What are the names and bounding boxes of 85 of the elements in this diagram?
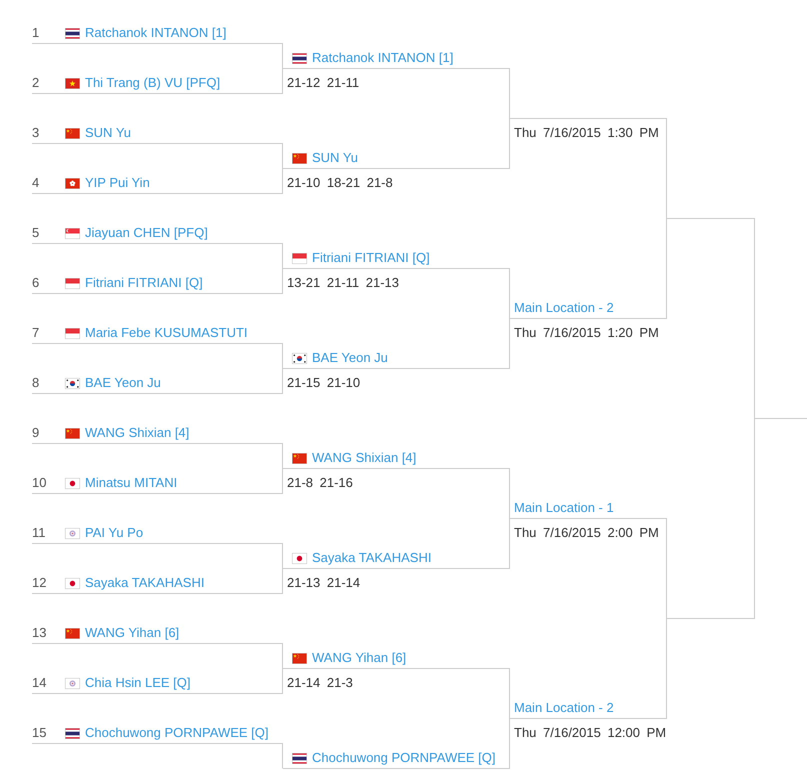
player-link: Minatsu MITANI bbox=[85, 475, 178, 491]
player-link: PAI Yu Po bbox=[85, 525, 144, 541]
bracket-connector bbox=[509, 118, 510, 169]
bracket-connector bbox=[282, 443, 283, 469]
match-score: 21-14 21-3 bbox=[287, 675, 353, 691]
bracket-connector bbox=[282, 743, 283, 769]
match-time: Thu 7/16/2015 12:00 PM bbox=[514, 725, 666, 741]
player-link: Ratchanok INTANON [1] bbox=[312, 50, 454, 66]
seed-number: 1 bbox=[32, 25, 40, 41]
location-link: Main Location - 2 bbox=[514, 300, 614, 316]
bracket-connector bbox=[282, 143, 283, 169]
player-link: SUN Yu bbox=[312, 150, 358, 166]
player-link: Fitriani FITRIANI [Q] bbox=[85, 275, 203, 291]
match-time: Thu 7/16/2015 1:30 PM bbox=[514, 125, 659, 141]
match-time: Thu 7/16/2015 2:00 PM bbox=[514, 525, 659, 541]
player-link: YIP Pui Yin bbox=[85, 175, 150, 191]
seed-number: 10 bbox=[32, 475, 46, 491]
bracket-connector bbox=[666, 218, 667, 319]
bracket-connector bbox=[282, 568, 283, 594]
seed-number: 8 bbox=[32, 375, 40, 391]
player-link: Jiayuan CHEN [PFQ] bbox=[85, 225, 208, 241]
player-link: Sayaka TAKAHASHI bbox=[312, 550, 432, 566]
bracket-connector bbox=[282, 368, 283, 394]
seed-number: 14 bbox=[32, 675, 46, 691]
bracket-connector bbox=[282, 543, 283, 569]
location-link: Main Location - 1 bbox=[514, 500, 614, 516]
seed-number: 12 bbox=[32, 575, 46, 591]
match-score: 21-10 18-21 21-8 bbox=[287, 175, 393, 191]
bracket-connector bbox=[509, 468, 510, 519]
seed-number: 15 bbox=[32, 725, 46, 741]
bracket-connector bbox=[754, 418, 755, 619]
bracket-connector bbox=[282, 243, 283, 269]
seed-number: 13 bbox=[32, 625, 46, 641]
player-link: Maria Febe KUSUMASTUTI bbox=[85, 325, 248, 341]
player-link: Fitriani FITRIANI [Q] bbox=[312, 250, 430, 266]
bracket-connector bbox=[509, 318, 510, 369]
seed-number: 3 bbox=[32, 125, 40, 141]
bracket-connector bbox=[509, 68, 510, 119]
match-score: 21-13 21-14 bbox=[287, 575, 360, 591]
bracket-connector bbox=[509, 268, 510, 319]
match-score: 13-21 21-11 21-13 bbox=[287, 275, 400, 291]
player-link: BAE Yeon Ju bbox=[312, 350, 388, 366]
seed-number: 5 bbox=[32, 225, 40, 241]
player-link: Ratchanok INTANON [1] bbox=[85, 25, 226, 41]
seed-number: 6 bbox=[32, 275, 40, 291]
bracket-connector bbox=[509, 518, 510, 569]
seed-number: 2 bbox=[32, 75, 40, 91]
bracket-connector bbox=[282, 43, 283, 69]
bracket-line bbox=[667, 618, 755, 619]
bracket-connector bbox=[282, 643, 283, 669]
bracket-connector bbox=[754, 218, 755, 419]
bracket-connector bbox=[666, 118, 667, 219]
player-link: WANG Yihan [6] bbox=[85, 625, 180, 641]
player-link: Thi Trang (B) VU [PFQ] bbox=[85, 75, 220, 91]
bracket-connector bbox=[666, 518, 667, 619]
player-link: BAE Yeon Ju bbox=[85, 375, 161, 391]
player-link: WANG Shixian [4] bbox=[312, 450, 416, 466]
player-link: Chochuwong PORNPAWEE [Q] bbox=[85, 725, 269, 741]
player-link: Chia Hsin LEE [Q] bbox=[85, 675, 190, 691]
match-score: 21-15 21-10 bbox=[287, 375, 360, 391]
bracket-connector bbox=[282, 168, 283, 194]
bracket-connector bbox=[509, 668, 510, 719]
player-link: SUN Yu bbox=[85, 125, 132, 141]
bracket-line bbox=[755, 418, 807, 419]
bracket-connector bbox=[509, 718, 510, 769]
bracket-connector bbox=[282, 668, 283, 694]
bracket-line bbox=[510, 118, 667, 119]
player-link: Sayaka TAKAHASHI bbox=[85, 575, 204, 591]
player-link: WANG Shixian [4] bbox=[85, 425, 190, 441]
match-score: 21-8 21-16 bbox=[287, 475, 353, 491]
location-link: Main Location - 2 bbox=[514, 700, 614, 716]
bracket-connector bbox=[666, 618, 667, 719]
bracket-line bbox=[667, 218, 755, 219]
seed-number: 7 bbox=[32, 325, 40, 341]
player-link: WANG Yihan [6] bbox=[312, 650, 406, 666]
seed-number: 4 bbox=[32, 175, 40, 191]
player-link: Chochuwong PORNPAWEE [Q] bbox=[312, 750, 496, 766]
bracket-connector bbox=[282, 343, 283, 369]
bracket-connector bbox=[282, 68, 283, 94]
seed-number: 11 bbox=[32, 525, 46, 541]
match-time: Thu 7/16/2015 1:20 PM bbox=[514, 325, 659, 341]
bracket-connector bbox=[282, 468, 283, 494]
seed-number: 9 bbox=[32, 425, 40, 441]
match-score: 21-12 21-11 bbox=[287, 75, 360, 91]
bracket-connector bbox=[282, 268, 283, 294]
